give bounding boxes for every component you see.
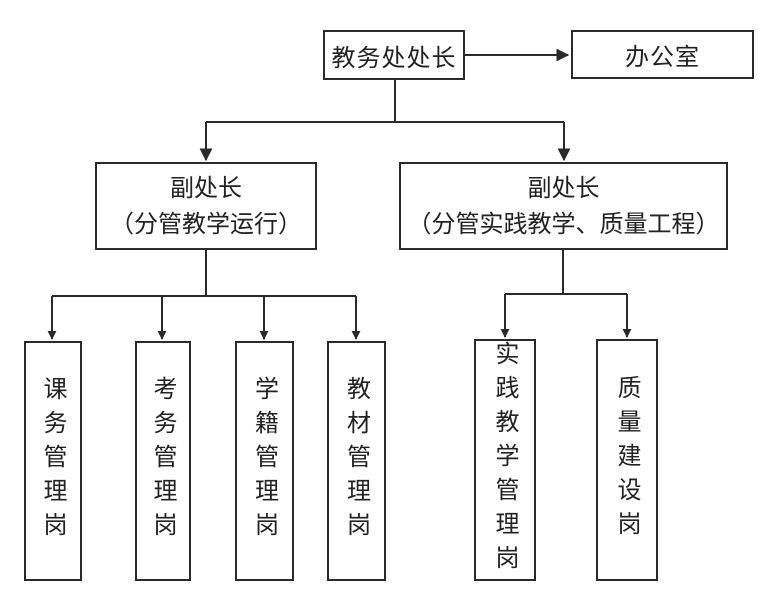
post-box-2: 考务管理岗: [135, 341, 191, 581]
post-label-5: 实践教学管理岗: [491, 341, 519, 579]
post-label-3: 学籍管理岗: [250, 376, 279, 546]
post-label-2: 考务管理岗: [149, 376, 177, 546]
post-box-4: 教材管理岗: [327, 341, 386, 581]
post-box-6: 质量建设岗: [596, 339, 658, 581]
vp-right-box: 副处长 （分管实践教学、质量工程）: [399, 162, 728, 250]
vp-right-title: 副处长: [527, 174, 600, 202]
office-box: 办公室: [571, 30, 754, 79]
office-label: 办公室: [625, 43, 700, 71]
post-box-5: 实践教学管理岗: [474, 339, 536, 581]
vp-left-title: 副处长: [170, 174, 242, 202]
post-label-1: 课务管理岗: [39, 376, 67, 546]
vp-right-subtitle: （分管实践教学、质量工程）: [407, 210, 720, 238]
post-box-3: 学籍管理岗: [235, 341, 294, 581]
vp-left-subtitle: （分管教学运行）: [110, 210, 302, 238]
post-label-6: 质量建设岗: [613, 375, 641, 545]
post-label-4: 教材管理岗: [342, 376, 371, 546]
head-box: 教务处处长: [323, 30, 465, 80]
post-box-1: 课务管理岗: [24, 341, 82, 581]
vp-left-box: 副处长 （分管教学运行）: [95, 162, 317, 250]
head-label: 教务处处长: [331, 43, 457, 72]
